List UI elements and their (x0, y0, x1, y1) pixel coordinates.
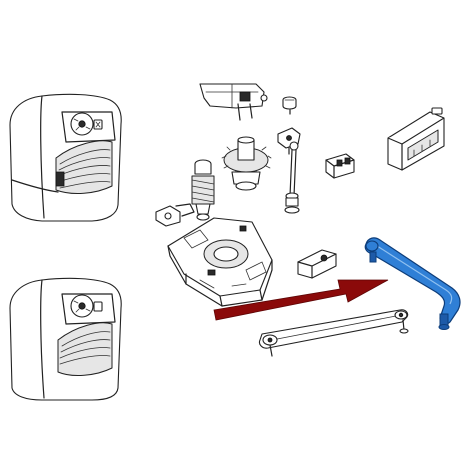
worm-screw (191, 159, 215, 221)
gear-motor-housing-upper (9, 93, 122, 222)
gearbox-base (167, 217, 273, 307)
release-key (277, 127, 301, 155)
curved-drive-arm (364, 237, 461, 330)
small-screw (282, 96, 297, 115)
gear-motor-housing-lower (9, 277, 122, 401)
straight-arm (258, 309, 409, 357)
terminal-block (325, 153, 355, 179)
pointer-arrow (213, 279, 389, 321)
main-gear (221, 136, 272, 191)
locking-clip (155, 203, 195, 227)
limit-block (297, 249, 337, 279)
cable-bracket (387, 107, 445, 171)
output-shaft (284, 141, 300, 214)
wiring-connector (199, 83, 268, 121)
